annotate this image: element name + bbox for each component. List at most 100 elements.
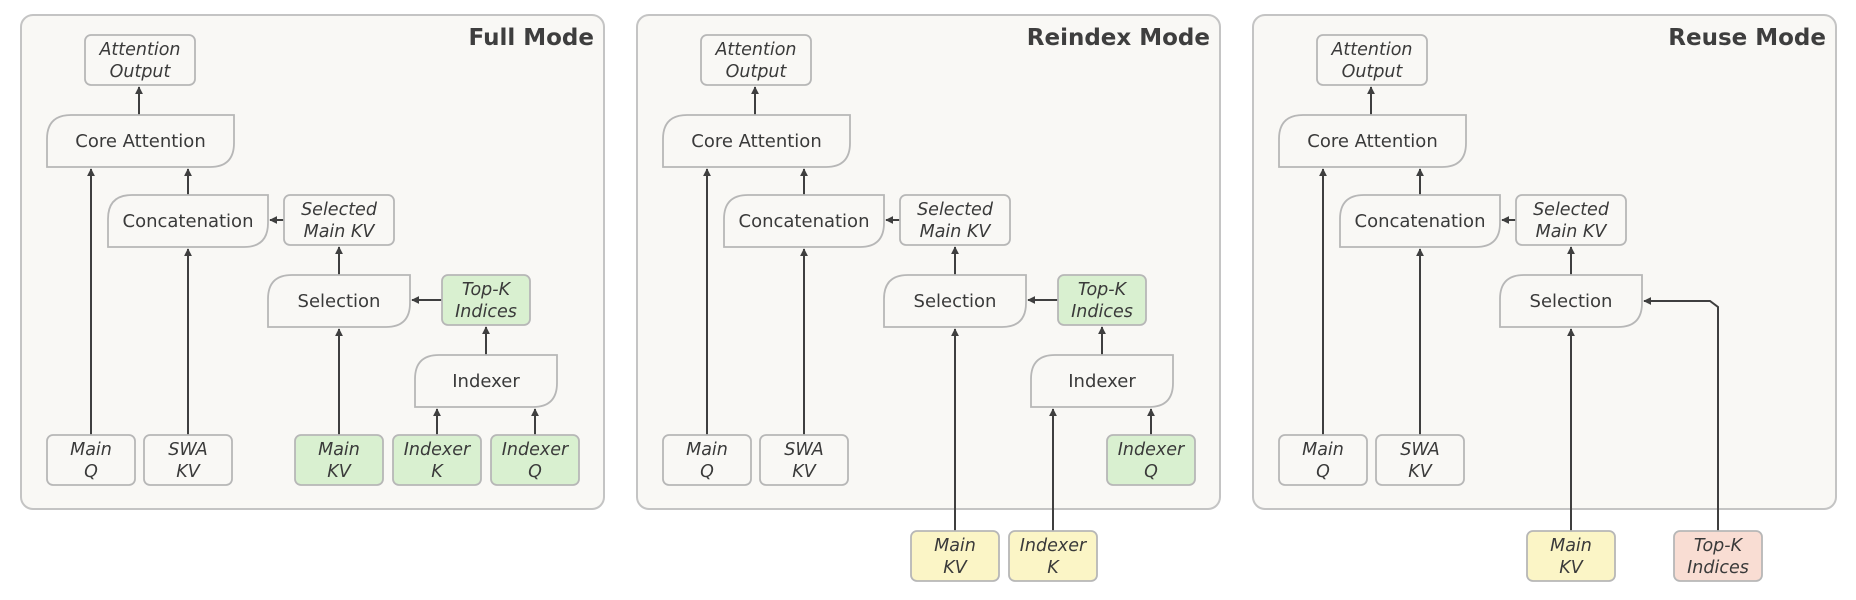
data-box <box>490 434 580 486</box>
operation-shape <box>46 114 235 168</box>
edges <box>1319 86 1719 531</box>
node-label: Core Attention <box>691 131 821 152</box>
node-label: Main KV <box>304 222 376 242</box>
node-label: Attention <box>714 40 796 60</box>
node-core: Core Attention <box>46 114 235 168</box>
node-label: Top-K <box>1078 280 1128 300</box>
data-box <box>1673 530 1763 582</box>
node-label: Main KV <box>1536 222 1608 242</box>
node-label: Indexer <box>1068 371 1136 392</box>
node-label: Q <box>700 462 714 482</box>
node-label: Indices <box>1687 558 1749 578</box>
data-box <box>441 274 531 326</box>
node-label: Selected <box>301 200 378 220</box>
node-label: Top-K <box>462 280 512 300</box>
node-label: KV <box>327 462 351 482</box>
node-label: Main <box>686 440 728 460</box>
node-label: Selection <box>1530 291 1613 312</box>
node-label: Top-K <box>1694 536 1744 556</box>
node-label: Q <box>1144 462 1158 482</box>
data-box <box>1515 194 1627 246</box>
data-box <box>392 434 482 486</box>
node-label: KV <box>176 462 200 482</box>
data-box <box>84 34 196 86</box>
operation-shape <box>267 274 411 328</box>
data-box <box>46 434 136 486</box>
panel-title: Full Mode <box>469 25 594 51</box>
node-label: Output <box>1342 62 1404 82</box>
operation-shape <box>1339 194 1501 248</box>
data-box <box>700 34 812 86</box>
data-box <box>1526 530 1616 582</box>
node-label: Main <box>1302 440 1344 460</box>
panel-title: Reindex Mode <box>1027 25 1210 51</box>
operation-shape <box>107 194 269 248</box>
node-concat: Concatenation <box>1339 194 1501 248</box>
node-label: KV <box>792 462 816 482</box>
node-label: Indexer <box>404 440 472 460</box>
node-label: Selected <box>1533 200 1610 220</box>
data-box <box>1106 434 1196 486</box>
node-select: Selection <box>267 274 411 328</box>
data-box <box>759 434 849 486</box>
edges <box>703 86 1155 531</box>
edges <box>87 86 539 435</box>
data-box <box>143 434 233 486</box>
node-label: Main <box>318 440 360 460</box>
data-box <box>1316 34 1428 86</box>
node-label: Concatenation <box>123 211 254 232</box>
node-label: Main KV <box>920 222 992 242</box>
node-label: Attention <box>1330 40 1412 60</box>
node-label: KV <box>1559 558 1583 578</box>
node-label: Attention <box>98 40 180 60</box>
operation-shape <box>883 274 1027 328</box>
node-label: Q <box>1316 462 1330 482</box>
node-label: SWA <box>168 440 208 460</box>
node-select: Selection <box>1499 274 1643 328</box>
data-box <box>910 530 1000 582</box>
node-label: Concatenation <box>739 211 870 232</box>
operation-shape <box>723 194 885 248</box>
node-label: Main <box>70 440 112 460</box>
node-core: Core Attention <box>662 114 851 168</box>
operation-shape <box>414 354 558 408</box>
node-concat: Concatenation <box>723 194 885 248</box>
node-label: Indices <box>1071 302 1133 322</box>
node-label: SWA <box>784 440 824 460</box>
node-label: Concatenation <box>1355 211 1486 232</box>
operation-shape <box>1030 354 1174 408</box>
node-label: Selection <box>298 291 381 312</box>
node-label: Core Attention <box>75 131 205 152</box>
node-label: Indices <box>455 302 517 322</box>
node-label: K <box>431 462 444 482</box>
operation-shape <box>662 114 851 168</box>
node-label: Q <box>528 462 542 482</box>
node-label: K <box>1047 558 1060 578</box>
node-label: SWA <box>1400 440 1440 460</box>
edge-arrow <box>1643 297 1719 531</box>
data-box <box>1375 434 1465 486</box>
node-label: Core Attention <box>1307 131 1437 152</box>
node-select: Selection <box>883 274 1027 328</box>
node-label: Indexer <box>502 440 570 460</box>
node-label: Indexer <box>452 371 520 392</box>
